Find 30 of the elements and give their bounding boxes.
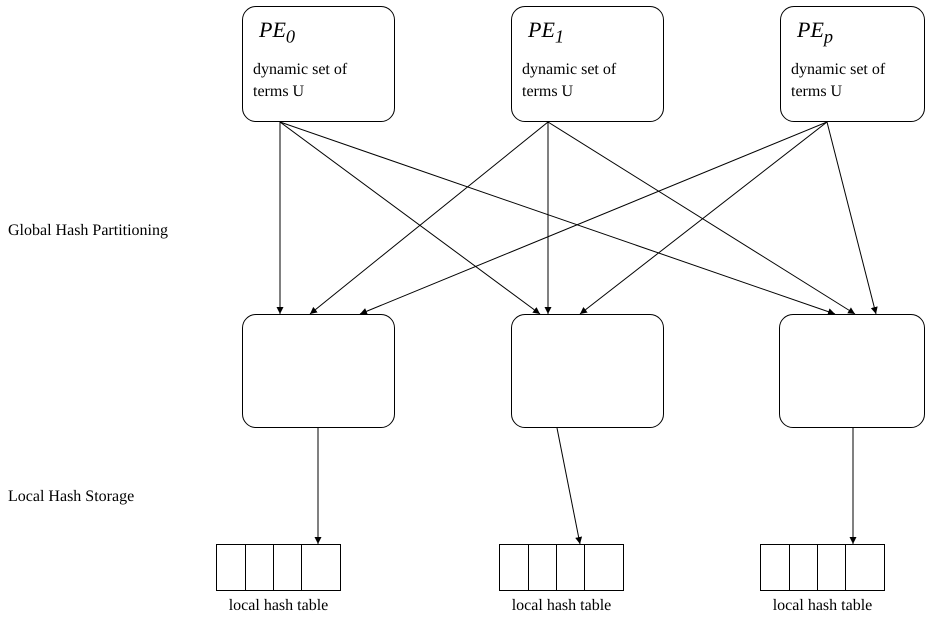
hash-table (216, 544, 341, 591)
node-text: dynamic set of terms U (522, 60, 618, 102)
arrow (580, 122, 828, 314)
arrow (276, 122, 284, 314)
process-box (242, 6, 395, 122)
table-caption: local hash table (510, 597, 612, 615)
process-box (511, 6, 664, 122)
table-caption: local hash table (772, 597, 874, 615)
arrow (360, 122, 828, 315)
layer-label: Global Hash Partitioning (8, 222, 168, 240)
table-caption: local hash table (228, 597, 330, 615)
node-title: PE$_{1}$ (528, 17, 564, 48)
node-title: PE$_{p}$ (797, 17, 834, 48)
node-text: dynamic set of terms U (253, 60, 348, 102)
arrow (826, 122, 878, 314)
arrow (850, 428, 856, 544)
empty-box (779, 314, 925, 428)
layer-label: Local Hash Storage (8, 488, 134, 506)
arrow (280, 122, 836, 316)
arrow (556, 428, 582, 544)
node-title: PE$_{0}$ (259, 17, 296, 48)
process-box (780, 6, 925, 122)
empty-box (511, 314, 664, 428)
hash-table (499, 544, 624, 591)
hash-table (760, 544, 885, 591)
node-text: dynamic set of terms U (791, 60, 886, 102)
arrow (548, 122, 856, 314)
arrow (314, 428, 322, 544)
arrow (544, 122, 552, 314)
empty-box (242, 314, 395, 428)
